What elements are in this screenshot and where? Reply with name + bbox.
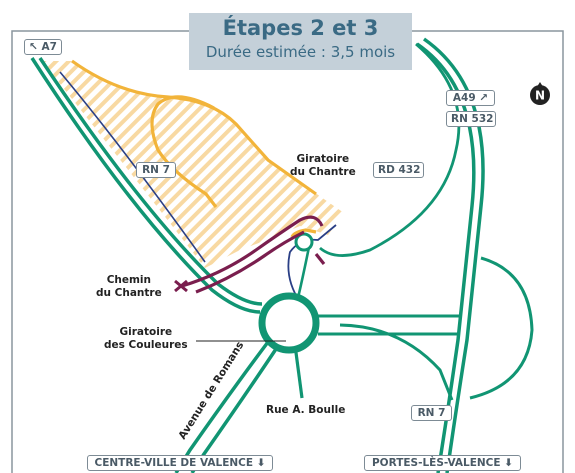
shield-rd432: RD 432 bbox=[373, 162, 424, 178]
north-label: N bbox=[535, 89, 545, 103]
label-giratoire-chantre-line1: Giratoire bbox=[296, 153, 350, 165]
label-chemin-chantre: Chemin du Chantre bbox=[96, 274, 162, 300]
road-east-loop bbox=[469, 256, 534, 400]
label-avenue-romans: Avenue de Romans bbox=[176, 340, 246, 442]
closure-cross-icon bbox=[174, 279, 188, 293]
works-zone-hatched bbox=[42, 61, 344, 268]
label-giratoire-couleures-line2: des Couleures bbox=[104, 339, 188, 351]
label-giratoire-couleures: Giratoire des Couleures bbox=[104, 326, 188, 352]
road-rn7-west-a bbox=[30, 57, 261, 314]
label-giratoire-couleures-line1: Giratoire bbox=[119, 326, 173, 338]
ramp-navy-west bbox=[59, 71, 206, 263]
shield-rn7-bottom: RN 7 bbox=[411, 405, 452, 421]
works-path-purple bbox=[181, 215, 324, 288]
label-chemin-chantre-line1: Chemin bbox=[106, 274, 152, 286]
shield-rn532: RN 532 bbox=[446, 111, 496, 127]
page-subtitle: Durée estimée : 3,5 mois bbox=[205, 43, 396, 61]
label-chemin-chantre-line2: du Chantre bbox=[96, 287, 162, 299]
giratoire-chantre-ring bbox=[294, 232, 314, 252]
works-path-purple-3 bbox=[314, 253, 326, 265]
label-giratoire-chantre-line2: du Chantre bbox=[290, 166, 356, 178]
north-arrow-icon: N bbox=[530, 82, 550, 105]
shield-centre-ville: CENTRE-VILLE DE VALENCE ⬇ bbox=[87, 455, 273, 471]
road-rn7-east-b bbox=[422, 37, 485, 473]
road-rue-boulle bbox=[293, 344, 304, 399]
shield-rn7-top: RN 7 bbox=[136, 162, 176, 178]
road-east-ramp bbox=[339, 323, 454, 401]
shield-portes: PORTES-LÈS-VALENCE ⬇ bbox=[364, 455, 521, 471]
map-frame bbox=[11, 30, 564, 473]
road-avenue-romans-b bbox=[190, 345, 280, 473]
label-rue-boulle: Rue A. Boulle bbox=[266, 404, 346, 416]
label-giratoire-chantre: Giratoire du Chantre bbox=[290, 153, 356, 179]
works-path-purple-2 bbox=[195, 230, 305, 294]
road-avenue-romans-a bbox=[174, 340, 270, 473]
road-rn7-east-a bbox=[416, 42, 476, 473]
road-rn7-west-b bbox=[38, 57, 263, 306]
construction-loop-orange bbox=[150, 95, 218, 208]
shield-a7: ↖ A7 bbox=[24, 39, 62, 55]
title-panel: Étapes 2 et 3 Durée estimée : 3,5 mois bbox=[189, 13, 412, 70]
page-title: Étapes 2 et 3 bbox=[222, 16, 379, 40]
road-north-curve bbox=[319, 42, 461, 257]
giratoire-couleures-inner bbox=[266, 300, 312, 346]
shield-a49: A49 ↗ bbox=[446, 90, 495, 106]
construction-branch-orange bbox=[290, 228, 317, 238]
